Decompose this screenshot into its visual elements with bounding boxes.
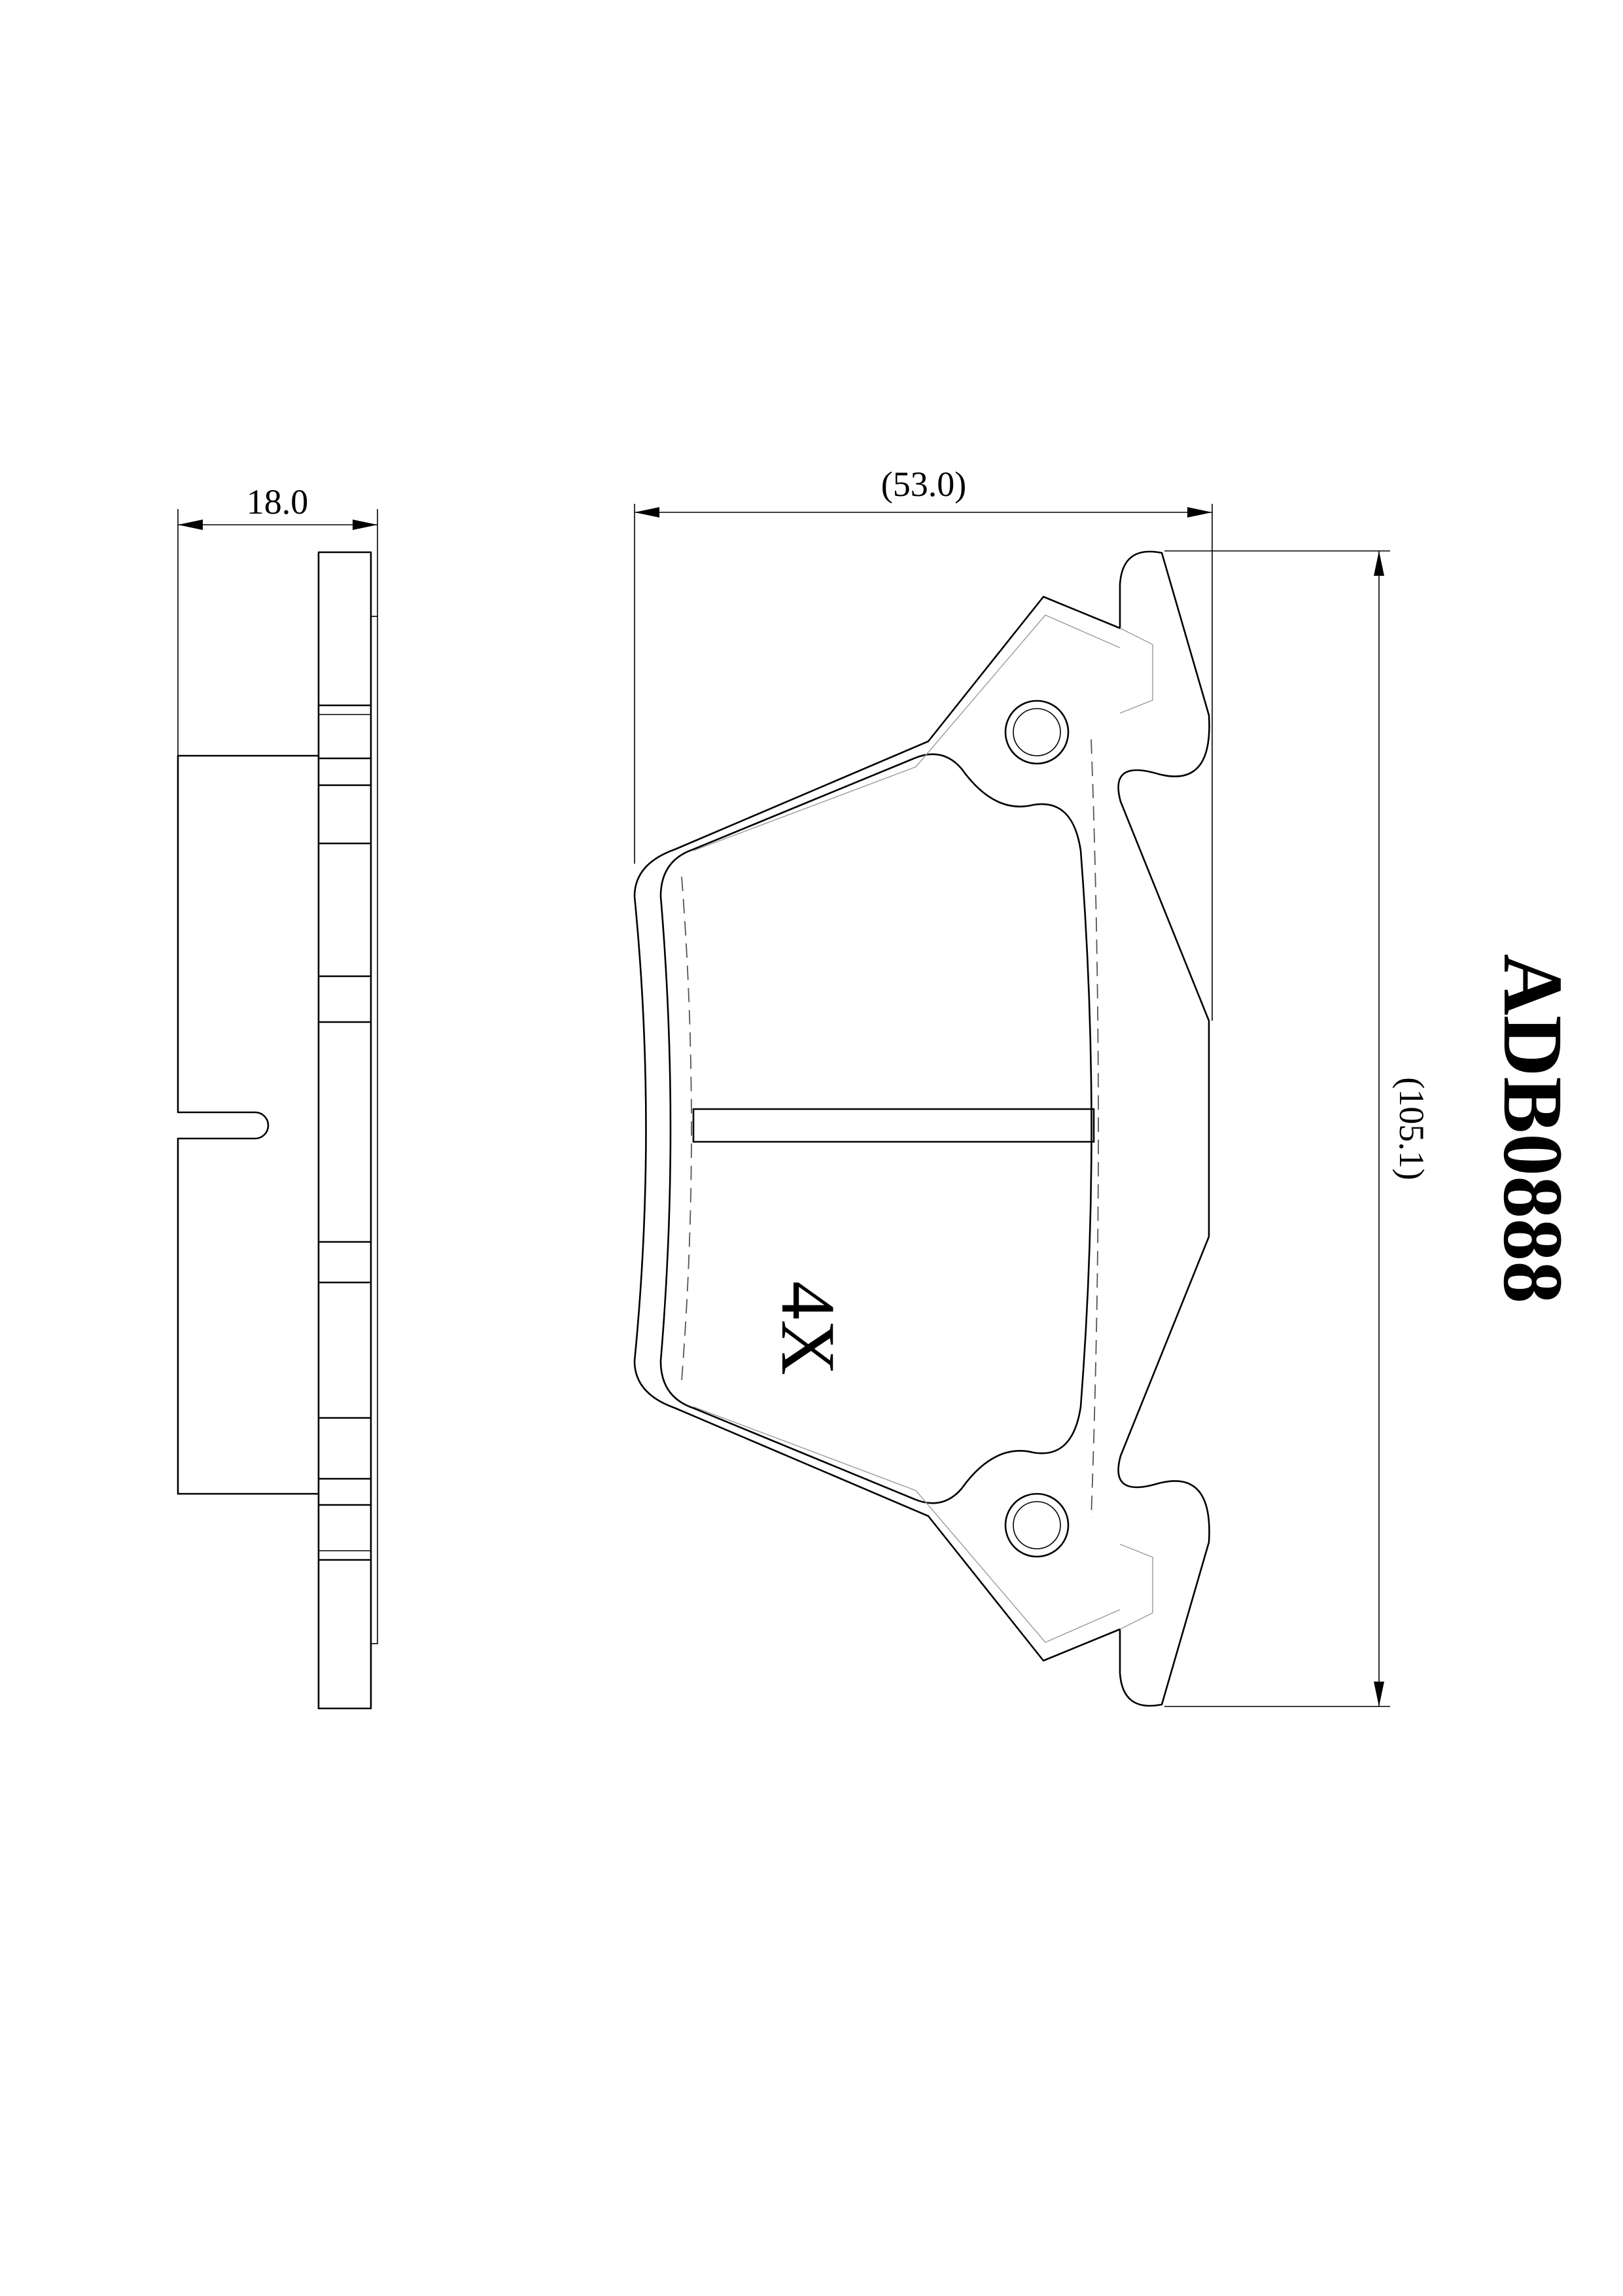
chamfer-line-top [693,614,1121,851]
quantity-label: 4X [765,1281,851,1375]
backing-plate-outline [633,550,1210,1707]
thickness-label: 18.0 [247,482,309,521]
ear-inner-line-bottom [1119,1544,1153,1630]
side-view-marks [317,704,372,1561]
side-view: 18.0 [177,482,378,1710]
width-dimension: (53.0) [634,465,1213,1021]
side-view-friction-block [177,754,320,1495]
thickness-dimension: 18.0 [177,482,378,756]
part-number: ADB0888 [1486,954,1580,1303]
side-view-shim [370,616,378,1644]
length-dimension: (105.1) [1164,550,1431,1707]
width-label: (53.0) [881,465,966,504]
chamfer-line-right [1091,739,1099,1519]
side-view-backing-plate [317,551,372,1710]
mounting-hole-bottom [1004,1492,1070,1558]
center-slot [692,1108,1095,1143]
front-view: 4X (53.0) (105.1) [633,465,1431,1707]
chamfer-line-bottom [693,1406,1121,1643]
friction-material-outline [659,753,1092,1504]
ear-inner-line-top [1119,627,1153,714]
mounting-hole-top [1004,699,1070,765]
chamfer-line-left [681,876,692,1381]
length-label: (105.1) [1392,1077,1431,1180]
